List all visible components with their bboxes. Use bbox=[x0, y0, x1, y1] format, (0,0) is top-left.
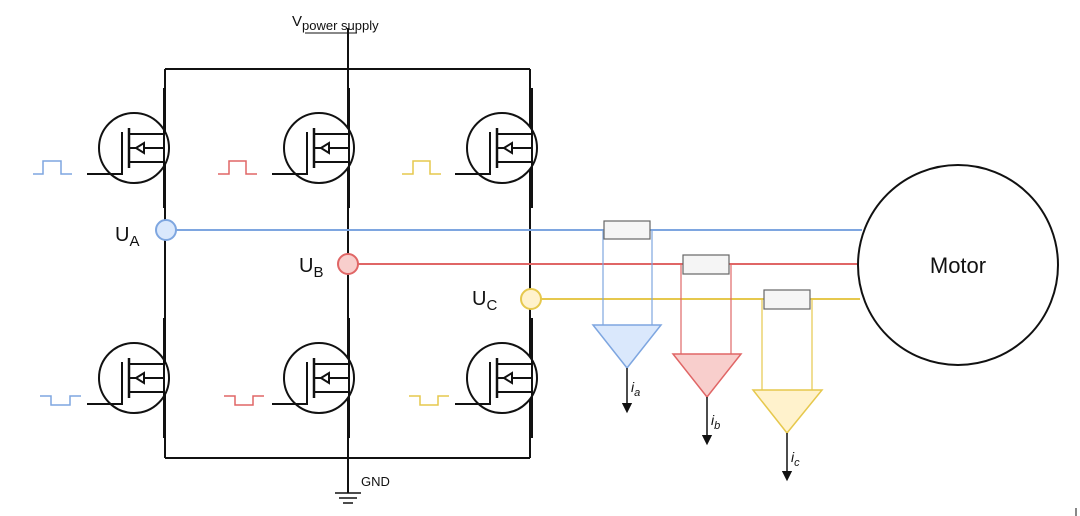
gate-pulse-b-high bbox=[218, 160, 257, 175]
mosfet-icon bbox=[272, 318, 355, 438]
amplifier-icon bbox=[671, 353, 743, 399]
phase-lines bbox=[165, 229, 862, 300]
gate-pulse-a-low bbox=[40, 395, 81, 406]
resistor-icon bbox=[682, 254, 730, 275]
mosfet-icon bbox=[455, 318, 538, 438]
gnd-label: GND bbox=[361, 474, 390, 489]
mosfet-icon bbox=[87, 88, 170, 208]
gate-pulses bbox=[33, 160, 449, 406]
ground-icon bbox=[335, 492, 361, 504]
gate-pulse-c-low bbox=[409, 395, 449, 406]
output-arrows bbox=[621, 368, 793, 482]
amplifier-icon bbox=[751, 389, 824, 435]
gate-pulse-c-high bbox=[402, 160, 441, 175]
shunts bbox=[603, 220, 811, 310]
supply-label-main: V bbox=[292, 13, 302, 30]
ua-label: UA bbox=[115, 224, 139, 250]
uc-label: UC bbox=[472, 288, 497, 314]
amplifiers bbox=[591, 324, 824, 435]
sense-taps bbox=[602, 230, 813, 390]
resistor-icon bbox=[603, 220, 651, 240]
motor-circle bbox=[857, 164, 1059, 366]
node-uc bbox=[520, 288, 542, 310]
amplifier-icon bbox=[591, 324, 663, 370]
node-ub bbox=[337, 253, 359, 275]
ia-label: ia bbox=[631, 379, 640, 399]
mosfet-icon bbox=[455, 88, 538, 208]
resistor-icon bbox=[763, 289, 811, 310]
ib-label: ib bbox=[711, 412, 720, 432]
transistor-group bbox=[87, 88, 538, 438]
supply-label-sub: power supply bbox=[302, 18, 379, 33]
gate-pulse-a-high bbox=[33, 160, 72, 175]
motor-label: Motor bbox=[930, 253, 986, 278]
gate-pulse-b-low bbox=[224, 395, 264, 406]
mosfet-icon bbox=[87, 318, 170, 438]
ub-label: UB bbox=[299, 255, 323, 281]
mosfet-icon bbox=[272, 88, 355, 208]
supply-label: Vpower supply bbox=[292, 13, 379, 33]
ic-label: ic bbox=[791, 449, 800, 469]
node-ua bbox=[155, 219, 177, 241]
